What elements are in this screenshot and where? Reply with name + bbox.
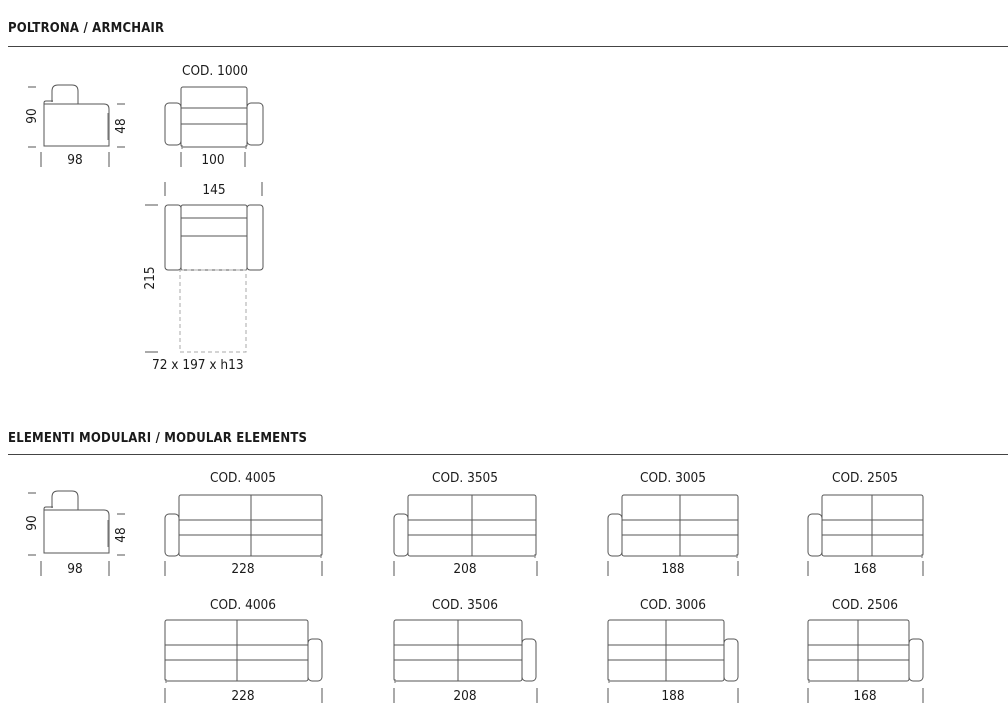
code-label: COD. 2506	[831, 597, 898, 613]
sofa-3506	[393, 619, 538, 703]
code-label: COD. 3005	[639, 470, 706, 486]
armchair-open-width-label: 145	[202, 182, 226, 198]
armchair-side-view	[28, 84, 125, 167]
armchair-width-label: 100	[201, 152, 225, 168]
code-label: COD. 4005	[209, 470, 276, 486]
width-label: 228	[231, 561, 255, 577]
modular-height-label: 90	[24, 515, 40, 531]
section-title-armchair: POLTRONA / ARMCHAIR	[8, 21, 165, 36]
armchair-seat-height-label: 48	[113, 118, 129, 134]
code-label: COD. 3006	[639, 597, 706, 613]
width-label: 208	[453, 688, 477, 704]
sofa-4006	[164, 619, 323, 703]
armchair-height-label: 90	[24, 108, 40, 124]
sofa-3006	[607, 619, 739, 703]
sofa-3005	[607, 494, 739, 576]
armchair-code-label: COD. 1000	[181, 63, 248, 79]
armchair-depth-label: 98	[67, 152, 83, 168]
code-label: COD. 2505	[831, 470, 898, 486]
width-label: 168	[853, 688, 877, 704]
code-label: COD. 3505	[431, 470, 498, 486]
sofa-2506	[807, 619, 924, 703]
code-label: COD. 4006	[209, 597, 276, 613]
armchair-open-view	[145, 182, 264, 353]
modular-depth-label: 98	[67, 561, 83, 577]
width-label: 228	[231, 688, 255, 704]
section-title-modular: ELEMENTI MODULARI / MODULAR ELEMENTS	[8, 431, 308, 446]
section-divider	[8, 454, 1008, 455]
armchair-open-length-label: 215	[142, 266, 158, 290]
width-label: 188	[661, 561, 685, 577]
armchair-front-view	[164, 86, 264, 167]
sofa-3505	[393, 494, 538, 576]
sofa-4005	[164, 494, 323, 576]
modular-side-view	[28, 490, 125, 576]
width-label: 208	[453, 561, 477, 577]
code-label: COD. 3506	[431, 597, 498, 613]
sofa-2505	[807, 494, 924, 576]
width-label: 188	[661, 688, 685, 704]
width-label: 168	[853, 561, 877, 577]
modular-seat-height-label: 48	[113, 527, 129, 543]
mattress-size-label: 72 x 197 x h13	[152, 357, 244, 373]
section-divider	[8, 46, 1008, 47]
